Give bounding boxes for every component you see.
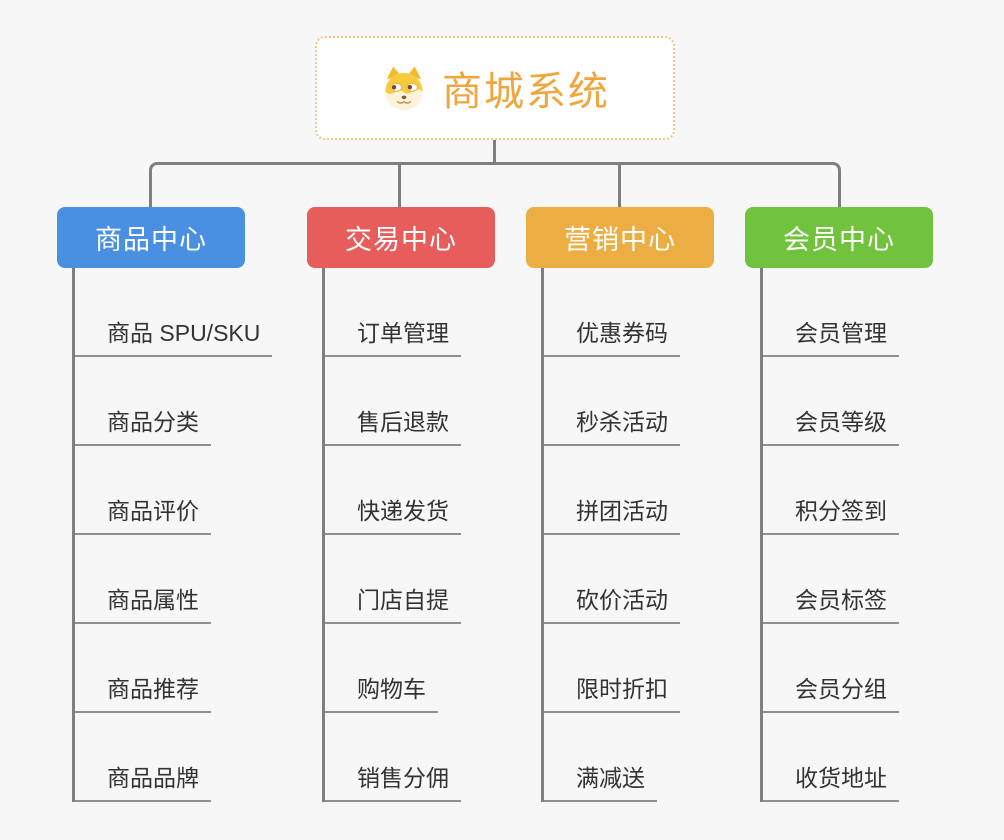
leaf-node[interactable]: 销售分佣 [325, 713, 495, 802]
leaf-node[interactable]: 收货地址 [763, 713, 933, 802]
branch-3: 营销中心优惠券码秒杀活动拼团活动砍价活动限时折扣满减送 [526, 207, 714, 802]
doge-dog-icon [385, 66, 423, 111]
leaf-node[interactable]: 限时折扣 [544, 624, 714, 713]
leaf-node[interactable]: 会员管理 [763, 268, 933, 357]
leaf-node[interactable]: 门店自提 [325, 535, 495, 624]
branch-4: 会员中心会员管理会员等级积分签到会员标签会员分组收货地址 [745, 207, 933, 802]
leaf-label: 砍价活动 [544, 581, 680, 624]
leaf-label: 商品属性 [75, 581, 211, 624]
leaf-label: 限时折扣 [544, 670, 680, 713]
leaf-label: 商品 SPU/SKU [75, 314, 273, 357]
leaf-label: 会员标签 [763, 581, 899, 624]
leaf-node[interactable]: 拼团活动 [544, 446, 714, 535]
leaf-node[interactable]: 砍价活动 [544, 535, 714, 624]
leaf-label: 快递发货 [325, 492, 461, 535]
connector-drop-branch-2 [398, 165, 401, 208]
leaf-label: 商品评价 [75, 492, 211, 535]
branch-2: 交易中心订单管理售后退款快递发货门店自提购物车销售分佣 [307, 207, 495, 802]
connector-bus [149, 162, 841, 208]
leaf-label: 积分签到 [763, 492, 899, 535]
branch-items: 订单管理售后退款快递发货门店自提购物车销售分佣 [322, 268, 495, 802]
leaf-label: 售后退款 [325, 403, 461, 446]
leaf-node[interactable]: 满减送 [544, 713, 714, 802]
leaf-node[interactable]: 订单管理 [325, 268, 495, 357]
leaf-label: 拼团活动 [544, 492, 680, 535]
branch-header[interactable]: 交易中心 [307, 207, 495, 268]
leaf-label: 订单管理 [325, 314, 461, 357]
leaf-node[interactable]: 秒杀活动 [544, 357, 714, 446]
branch-items: 会员管理会员等级积分签到会员标签会员分组收货地址 [760, 268, 933, 802]
root-node[interactable]: 商城系统 [315, 36, 675, 140]
branch-header[interactable]: 会员中心 [745, 207, 933, 268]
leaf-node[interactable]: 优惠券码 [544, 268, 714, 357]
leaf-node[interactable]: 会员标签 [763, 535, 933, 624]
leaf-label: 商品品牌 [75, 759, 211, 802]
leaf-node[interactable]: 商品品牌 [75, 713, 245, 802]
leaf-node[interactable]: 商品 SPU/SKU [75, 268, 273, 357]
leaf-node[interactable]: 售后退款 [325, 357, 495, 446]
leaf-node[interactable]: 商品推荐 [75, 624, 245, 713]
leaf-label: 商品推荐 [75, 670, 211, 713]
connector-root-drop [493, 140, 496, 165]
leaf-label: 销售分佣 [325, 759, 461, 802]
leaf-node[interactable]: 积分签到 [763, 446, 933, 535]
leaf-label: 优惠券码 [544, 314, 680, 357]
leaf-node[interactable]: 会员等级 [763, 357, 933, 446]
root-title: 商城系统 [442, 70, 610, 114]
leaf-node[interactable]: 购物车 [325, 624, 495, 713]
leaf-node[interactable]: 快递发货 [325, 446, 495, 535]
branch-1: 商品中心商品 SPU/SKU 商品分类商品评价商品属性商品推荐商品品牌 [57, 207, 273, 802]
leaf-label: 秒杀活动 [544, 403, 680, 446]
leaf-label: 商品分类 [75, 403, 211, 446]
leaf-node[interactable]: 会员分组 [763, 624, 933, 713]
leaf-label: 满减送 [544, 759, 657, 802]
leaf-label: 会员管理 [763, 314, 899, 357]
leaf-label: 会员分组 [763, 670, 899, 713]
leaf-node[interactable]: 商品评价 [75, 446, 245, 535]
connector-drop-branch-3 [618, 165, 621, 208]
branch-items: 优惠券码秒杀活动拼团活动砍价活动限时折扣满减送 [541, 268, 714, 802]
leaf-label: 购物车 [325, 670, 438, 713]
leaf-node[interactable]: 商品属性 [75, 535, 245, 624]
branch-items: 商品 SPU/SKU 商品分类商品评价商品属性商品推荐商品品牌 [72, 268, 273, 802]
leaf-label: 会员等级 [763, 403, 899, 446]
leaf-label: 门店自提 [325, 581, 461, 624]
branch-header[interactable]: 商品中心 [57, 207, 245, 268]
branch-header[interactable]: 营销中心 [526, 207, 714, 268]
leaf-label: 收货地址 [763, 759, 899, 802]
leaf-node[interactable]: 商品分类 [75, 357, 245, 446]
